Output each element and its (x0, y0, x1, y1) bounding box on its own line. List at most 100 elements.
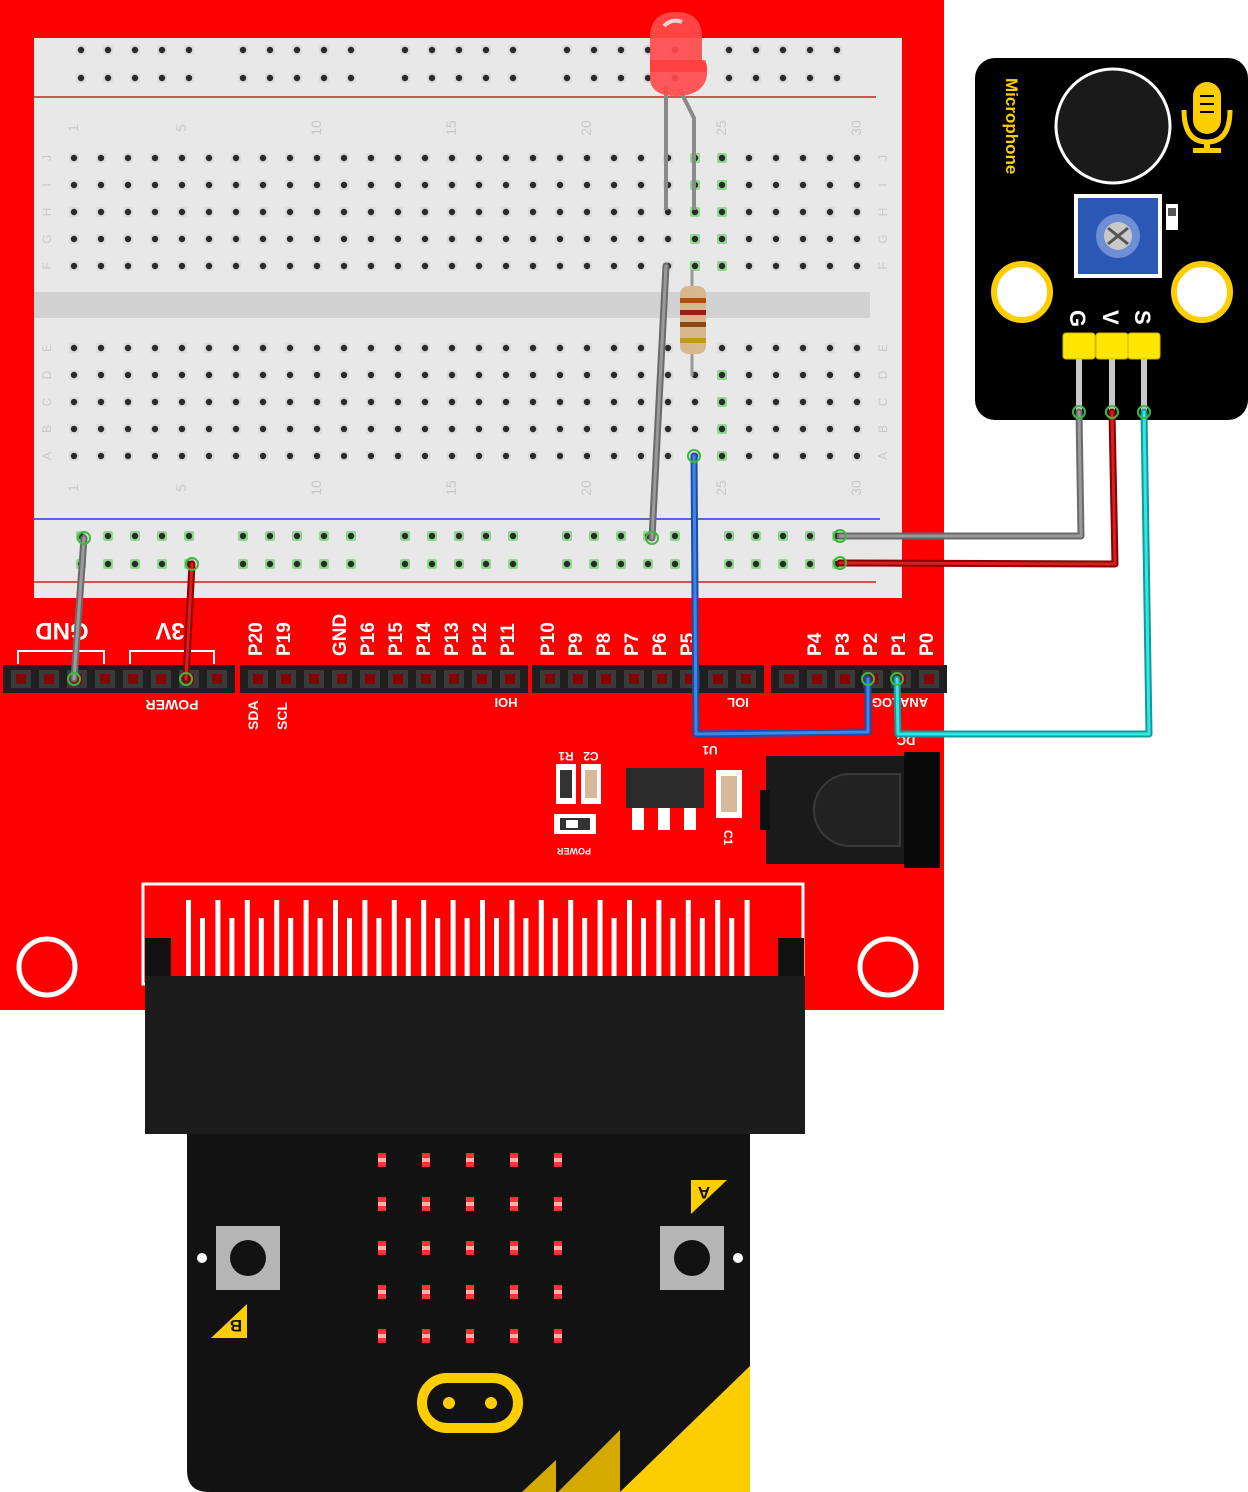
header-pin (393, 674, 403, 684)
breadboard-hole (232, 181, 240, 189)
breadboard-hole (799, 425, 807, 433)
rail-hole (293, 532, 301, 540)
rail-hole (104, 532, 112, 540)
breadboard-hole (394, 181, 402, 189)
breadboard-hole (448, 398, 456, 406)
rail-hole (455, 532, 463, 540)
breadboard-hole (232, 262, 240, 270)
breadboard-hole (151, 425, 159, 433)
breadboard-hole (259, 398, 267, 406)
breadboard-hole (124, 208, 132, 216)
breadboard-hole (124, 235, 132, 243)
breadboard-hole (583, 262, 591, 270)
rail-hole (725, 532, 733, 540)
rail-hole (347, 74, 355, 82)
rail-hole (509, 74, 517, 82)
breadboard-hole (664, 425, 672, 433)
header-pin (685, 674, 695, 684)
breadboard-hole (286, 235, 294, 243)
power-label: POWER (146, 697, 199, 713)
breadboard-hole (70, 154, 78, 162)
breadboard-hole (772, 235, 780, 243)
rail-hole (590, 46, 598, 54)
breadboard-hole (124, 181, 132, 189)
breadboard-hole (232, 398, 240, 406)
breadboard-hole (826, 181, 834, 189)
rail-hole (617, 74, 625, 82)
breadboard-hole (367, 154, 375, 162)
rail-hole (347, 532, 355, 540)
rail-hole (158, 532, 166, 540)
breadboard-hole (610, 452, 618, 460)
rail-hole (347, 46, 355, 54)
rail-hole (158, 46, 166, 54)
breadboard-hole (529, 452, 537, 460)
breadboard-hole (529, 235, 537, 243)
header-pin (545, 674, 555, 684)
breadboard-hole (259, 154, 267, 162)
rail-hole (131, 74, 139, 82)
breadboard-hole (97, 154, 105, 162)
breadboard-hole (529, 425, 537, 433)
breadboard-hole (637, 398, 645, 406)
rail-hole (293, 46, 301, 54)
column-number-label: 5 (173, 124, 189, 132)
breadboard-hole (691, 235, 699, 243)
breadboard-hole (205, 425, 213, 433)
breadboard-hole (448, 235, 456, 243)
breadboard-hole (583, 452, 591, 460)
breadboard-hole (448, 344, 456, 352)
breadboard-hole (259, 181, 267, 189)
rail-hole (482, 46, 490, 54)
breadboard-hole (637, 425, 645, 433)
breadboard-hole (286, 452, 294, 460)
breadboard-hole (637, 371, 645, 379)
header-pin (44, 674, 54, 684)
rail-hole (239, 560, 247, 568)
breadboard-hole (610, 154, 618, 162)
breadboard-hole (421, 235, 429, 243)
button-a[interactable]: A (660, 1180, 743, 1290)
breadboard-hole (286, 344, 294, 352)
power-led-label: POWER (557, 846, 592, 856)
button-b-label: B (230, 1316, 242, 1335)
breadboard-hole (826, 208, 834, 216)
rail-hole (239, 46, 247, 54)
button-a-marker-icon (691, 1180, 727, 1214)
row-letter-label: F (876, 262, 890, 269)
breadboard-hole (799, 344, 807, 352)
rail-hole (644, 560, 652, 568)
header-pin (281, 674, 291, 684)
row-letter-label: F (40, 262, 54, 269)
breadboard-hole (853, 262, 861, 270)
breadboard-hole (853, 371, 861, 379)
rail-hole (320, 560, 328, 568)
breadboard-hole (610, 371, 618, 379)
breadboard-hole (772, 181, 780, 189)
rail-hole (806, 74, 814, 82)
breadboard-hole (151, 208, 159, 216)
breadboard-hole (853, 208, 861, 216)
pin-label-gnd: GND (330, 614, 351, 656)
rail-hole (806, 46, 814, 54)
breadboard-hole (718, 181, 726, 189)
header-pin (601, 674, 611, 684)
breadboard-hole (367, 452, 375, 460)
rail-hole (671, 532, 679, 540)
rail-hole (617, 46, 625, 54)
c1-label: C1 (721, 830, 735, 846)
pin-label-p19: P19 (274, 622, 295, 656)
breadboard-hole (610, 398, 618, 406)
button-b[interactable]: B (197, 1226, 280, 1338)
button-a-label: A (698, 1183, 710, 1202)
edge-connector (141, 882, 805, 1134)
smd-components: R1 C2 POWER U1 C1 (554, 743, 742, 856)
header-pin (713, 674, 723, 684)
microbit-logo-icon (417, 1373, 523, 1433)
edge-pin-long (274, 900, 280, 976)
breadboard-hole (745, 344, 753, 352)
rail-hole (428, 532, 436, 540)
potentiometer[interactable] (1074, 194, 1162, 278)
